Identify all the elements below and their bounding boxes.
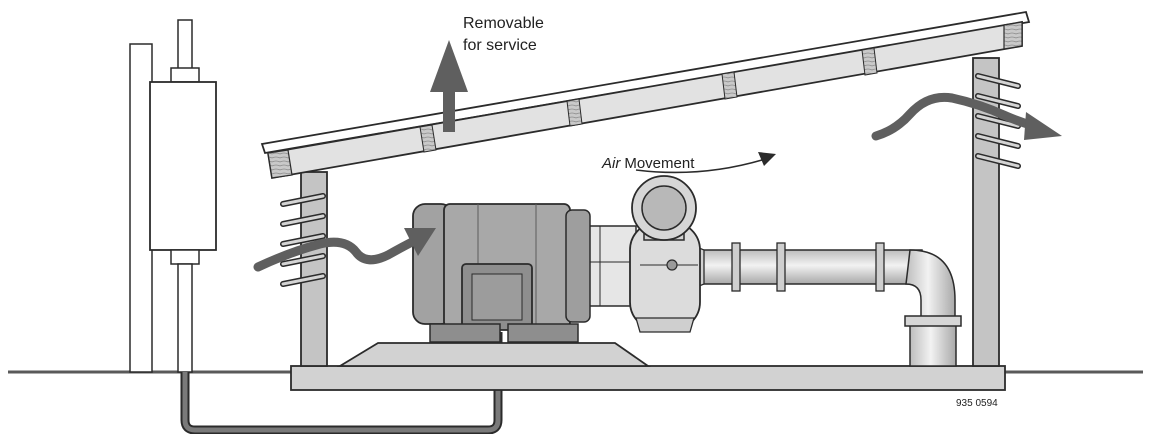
removable-up-arrow [430,40,468,132]
roof-panel [260,10,1031,155]
airflow-outlet-arrow [871,92,1039,141]
pipe-coupling [776,242,786,292]
roof-purlin [721,71,738,100]
roof-beam-end-left [267,149,293,179]
conduit-lower [177,263,193,373]
airflow-inlet-arrowhead [404,228,436,256]
support-post [129,43,153,373]
roof-purlin [419,124,437,153]
right-wall-louvers [975,73,1021,169]
discharge-piping [689,242,962,367]
motor-endbell-front [565,209,591,323]
removable-label-line2: for service [463,37,537,54]
conduit-upper [177,19,193,73]
conduit-fitting-lower [170,249,200,265]
airflow-outlet-arrowhead [1024,112,1062,140]
left-wall-post [300,171,328,367]
air-movement-word2: Movement [624,155,695,172]
motor-foot [507,323,579,343]
electrical-panel-assembly [129,19,217,373]
electric-motor [412,203,591,343]
pump-suction-opening [641,185,687,231]
left-wall-louvers [280,193,326,287]
air-movement-word1: Air [601,155,621,172]
pump-adapter [587,225,637,307]
centrifugal-pump [587,175,701,333]
airflow-inlet-arrow [253,235,421,272]
removable-label-line1: Removable [463,15,544,32]
concrete-base [290,365,1006,391]
pipe-collar [904,315,962,327]
pipe-coupling [731,242,741,292]
pump-pedestal [336,342,651,367]
roof-purlin [861,47,878,76]
pump-drain-plug [666,259,678,271]
roof-beam-end-right [1003,21,1023,50]
airflow-arrows [253,92,1062,272]
airflow-interior-arrow [635,159,763,174]
figure-number: 935 0594 [956,398,998,409]
pipe-coupling [875,242,885,292]
roof-purlin [566,98,583,127]
conduit-fitting-upper [170,67,200,83]
electrical-panel [149,81,217,251]
removable-roof [260,10,1031,180]
pump-foot [635,317,695,333]
pipe-elbow [905,249,956,319]
motor-foot [429,323,501,343]
